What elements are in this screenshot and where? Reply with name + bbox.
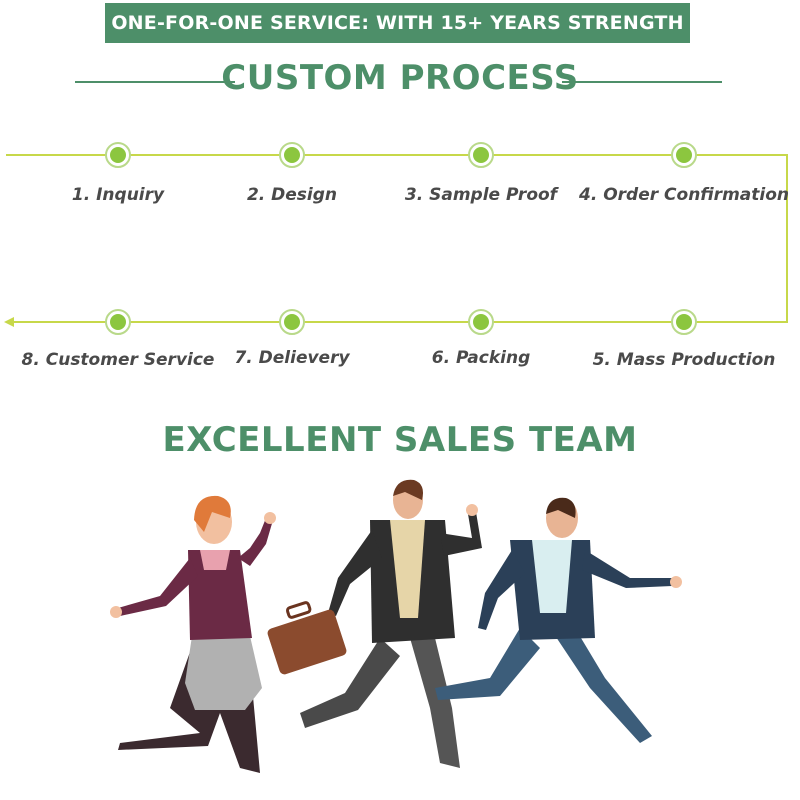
title-divider-left [75,81,235,83]
step-label-mass-production: 5. Mass Production [592,350,776,370]
step-node-6 [468,309,494,335]
step-node-8 [105,309,131,335]
header-banner: ONE-FOR-ONE SERVICE: WITH 15+ YEARS STRE… [105,3,690,43]
step-node-7 [279,309,305,335]
title-divider-right [562,81,722,83]
sales-team-title: EXCELLENT SALES TEAM [162,420,638,460]
step-label-packing: 6. Packing [431,348,531,368]
man-briefcase-figure [267,479,482,768]
step-label-inquiry: 1. Inquiry [71,185,165,205]
step-label-design: 2. Design [246,185,338,205]
step-node-4 [671,142,697,168]
process-flow-diagram [4,142,788,335]
flow-arrow-head [4,317,14,327]
running-sales-team-illustration [110,479,682,773]
step-node-3 [468,142,494,168]
man-right-figure [435,497,682,743]
banner-text: ONE-FOR-ONE SERVICE: WITH 15+ YEARS STRE… [111,12,684,34]
step-label-sample-proof: 3. Sample Proof [404,185,558,205]
process-flow-line [6,154,788,323]
step-label-customer-service: 8. Customer Service [21,350,215,370]
custom-process-title: CUSTOM PROCESS [221,58,579,98]
step-node-5 [671,309,697,335]
step-label-delievery: 7. Delievery [234,348,350,368]
step-node-1 [105,142,131,168]
woman-figure [110,495,276,773]
step-node-2 [279,142,305,168]
step-label-order-confirmation: 4. Order Confirmation [579,185,789,205]
